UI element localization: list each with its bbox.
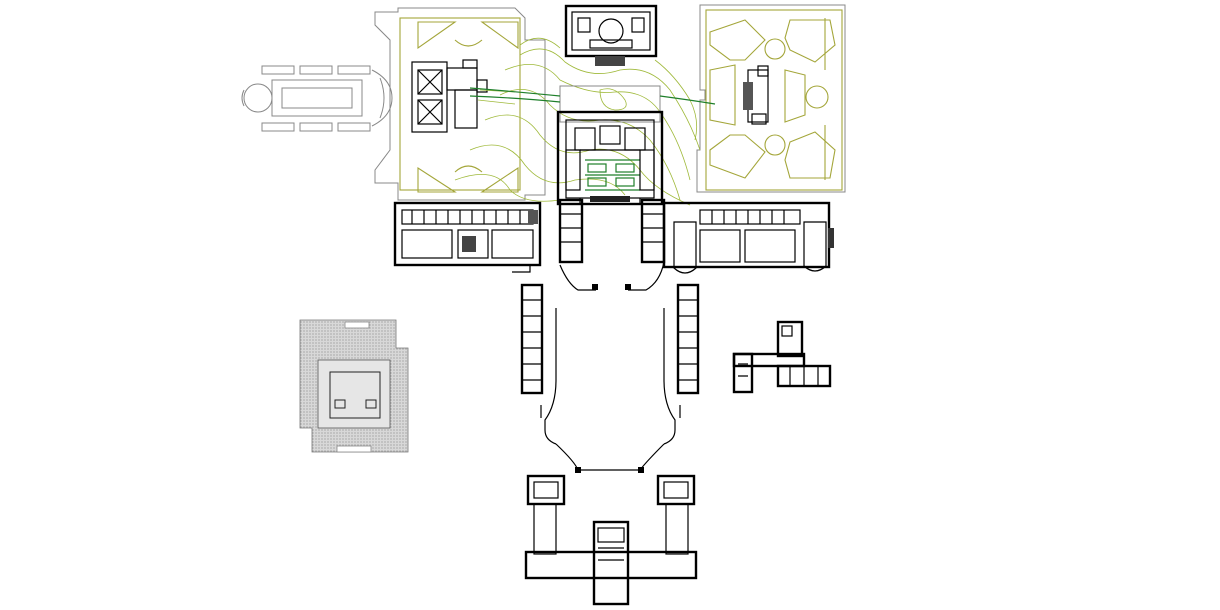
central-palace-block <box>556 110 664 206</box>
formal-garden-east <box>696 4 846 193</box>
west-garden-pavilion <box>411 59 488 133</box>
hatched-annex-plan <box>299 319 409 453</box>
south-gate-building <box>524 474 698 606</box>
east-garden-pavilion <box>743 65 769 125</box>
terrace-ramps <box>469 87 716 191</box>
forecourt-side-wings <box>520 283 700 473</box>
formal-garden-west <box>241 7 546 201</box>
small-annex-plan <box>732 320 832 394</box>
west-pool-parterre <box>241 65 393 132</box>
main-east-west-wing <box>393 198 834 291</box>
north-pavilion <box>559 4 661 123</box>
